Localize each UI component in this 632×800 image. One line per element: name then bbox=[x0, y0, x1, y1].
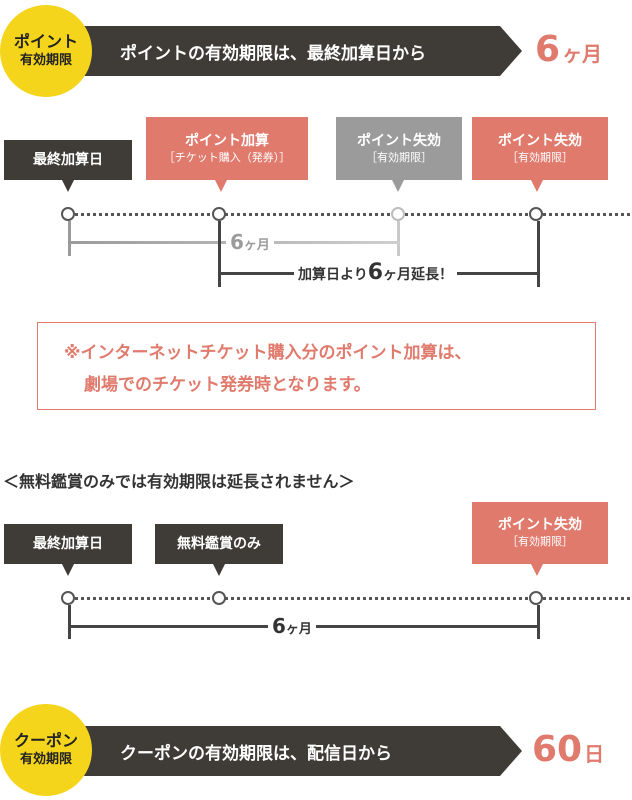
timeline1-node-expire-old bbox=[391, 207, 405, 221]
badge-line2: 有効期限 bbox=[19, 53, 72, 68]
s2-last-add-label: 最終加算日 bbox=[4, 524, 132, 564]
extension-text: 加算日より 6 ヶ月延長！ bbox=[294, 260, 458, 285]
note-line2: 劇場でのチケット発券時となります。 bbox=[84, 375, 371, 395]
coupon-expiry-value: 60 日 bbox=[532, 732, 604, 768]
extension-number: 6 bbox=[367, 260, 384, 285]
coupon-expiry-number: 60 bbox=[532, 729, 583, 770]
point-expiry-text: ポイントの有効期限は、最終加算日から bbox=[120, 43, 426, 64]
s2-span-duration: 6 ヶ月 bbox=[268, 614, 316, 638]
point-expiry-banner: ポイントの有効期限は、最終加算日から bbox=[70, 26, 522, 76]
coupon-expiry-badge: クーポン 有効期限 bbox=[0, 704, 92, 796]
timeline1-node-last-add bbox=[61, 207, 75, 221]
last-add-label-text: 最終加算日 bbox=[33, 152, 103, 168]
badge-line1: ポイント bbox=[13, 32, 78, 51]
last-add-label: 最終加算日 bbox=[4, 140, 132, 180]
point-expiry-number: 6 bbox=[535, 29, 561, 70]
point-expiry-badge: ポイント 有効期限 bbox=[0, 5, 92, 97]
s2-last-add-text: 最終加算日 bbox=[33, 536, 103, 552]
s2-expire-title: ポイント失効 bbox=[498, 517, 582, 533]
timeline2-node-expire bbox=[529, 591, 543, 605]
timeline2-dotted-line bbox=[70, 597, 630, 600]
free-view-section-title: ＜無料鑑賞のみでは有効期限は延長されません＞ bbox=[3, 472, 355, 491]
extension-prefix: 加算日より bbox=[298, 267, 368, 283]
point-add-title: ポイント加算 bbox=[185, 132, 269, 149]
gray-span-number: 6 bbox=[230, 230, 244, 254]
timeline1-node-point-add bbox=[212, 207, 226, 221]
timeline2-node-free-view bbox=[212, 591, 226, 605]
coupon-badge-line1: クーポン bbox=[13, 731, 78, 750]
free-view-text: 無料鑑賞のみ bbox=[177, 536, 261, 552]
coupon-badge-line2: 有効期限 bbox=[19, 752, 72, 767]
coupon-expiry-unit: 日 bbox=[584, 742, 605, 766]
s2-expire-sub: ［有効期限］ bbox=[507, 535, 573, 548]
gray-span-unit: ヶ月 bbox=[243, 238, 270, 253]
expire-red-title: ポイント失効 bbox=[498, 132, 582, 149]
coupon-expiry-banner: クーポンの有効期限は、配信日から bbox=[70, 726, 522, 776]
gray-span-duration: 6 ヶ月 bbox=[226, 230, 274, 254]
timeline1-dotted-line bbox=[70, 213, 630, 216]
coupon-expiry-text: クーポンの有効期限は、配信日から bbox=[120, 743, 392, 764]
timeline1-node-expire-new bbox=[529, 207, 543, 221]
point-add-sub: ［チケット購入（発券）］ bbox=[163, 150, 291, 164]
timeline2-node-last-add bbox=[61, 591, 75, 605]
expire-red-sub: ［有効期限］ bbox=[507, 150, 573, 164]
free-view-label: 無料鑑賞のみ bbox=[155, 524, 283, 564]
expire-gray-label: ポイント失効 ［有効期限］ bbox=[336, 117, 462, 180]
extension-suffix: ヶ月延長！ bbox=[383, 267, 454, 283]
point-expiry-unit: ヶ月 bbox=[562, 42, 603, 66]
s2-span-number: 6 bbox=[272, 614, 286, 638]
ticket-note-box: ※インターネットチケット購入分のポイント加算は、 劇場でのチケット発券時となりま… bbox=[37, 322, 596, 410]
expire-gray-sub: ［有効期限］ bbox=[366, 150, 432, 164]
point-add-label: ポイント加算 ［チケット購入（発券）］ bbox=[146, 117, 308, 180]
note-line1: ※インターネットチケット購入分のポイント加算は、 bbox=[64, 343, 472, 363]
expire-gray-title: ポイント失効 bbox=[357, 132, 441, 149]
s2-span-unit: ヶ月 bbox=[285, 622, 312, 637]
s2-expire-label: ポイント失効 ［有効期限］ bbox=[472, 502, 608, 564]
expire-red-label: ポイント失効 ［有効期限］ bbox=[472, 117, 608, 180]
point-expiry-value: 6 ヶ月 bbox=[535, 32, 602, 68]
